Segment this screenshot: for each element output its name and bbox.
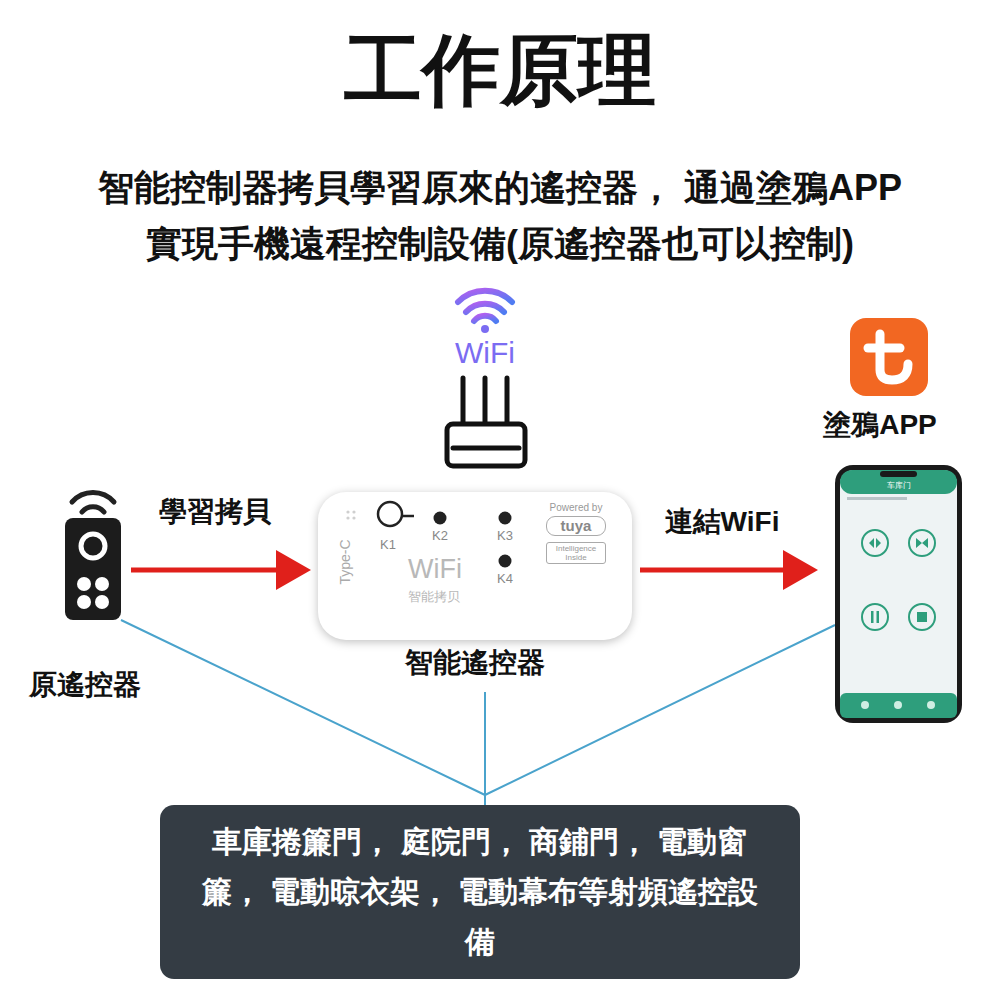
screen-title: 车库门 bbox=[835, 481, 962, 491]
box-text: 車庫捲簾門， 庭院門， 商鋪門， 電動窗簾， 電動晾衣架， 電動幕布等射頻遙控設… bbox=[190, 817, 770, 967]
button-label: K4 bbox=[497, 571, 513, 586]
wifi-icon bbox=[458, 291, 512, 321]
node-shape bbox=[65, 518, 121, 620]
connector bbox=[484, 692, 486, 805]
wifi-mark: WiFi bbox=[408, 554, 462, 585]
app-logo bbox=[868, 334, 908, 380]
connector bbox=[131, 568, 306, 573]
brand-note: Powered by bbox=[544, 502, 608, 513]
edge-label: 連結WiFi bbox=[663, 503, 782, 541]
node-heading: 原遙控器 bbox=[29, 666, 141, 704]
brand-logo: tuya bbox=[546, 516, 606, 536]
device-list-box: 車庫捲簾門， 庭院門， 商鋪門， 電動窗簾， 電動晾衣架， 電動幕布等射頻遙控設… bbox=[160, 805, 800, 979]
app-label: 塗鴉APP bbox=[805, 406, 955, 444]
port-label: Type-C bbox=[337, 537, 353, 587]
connector bbox=[640, 568, 813, 573]
remote-node: 原遙控器 bbox=[65, 518, 121, 620]
router-icon bbox=[447, 378, 525, 466]
edge-label: 學習拷貝 bbox=[157, 493, 273, 531]
node-shape bbox=[835, 465, 962, 723]
device-node: 智能遙控器K1K2K3K4Type-CWiFi智能拷贝Powered bytuy… bbox=[318, 492, 632, 640]
app-icon bbox=[850, 318, 928, 396]
subtitle: 智能控制器拷貝學習原來的遙控器， 通過塗鴉APP 實現手機遠程控制設備(原遙控器… bbox=[89, 160, 911, 272]
remote-waves bbox=[72, 493, 114, 512]
button-label: K2 bbox=[432, 528, 448, 543]
product-label: 智能拷贝 bbox=[408, 588, 460, 606]
title: 工作原理 bbox=[0, 28, 1000, 114]
node-shape bbox=[318, 492, 632, 640]
brand-note: Intelligence Inside bbox=[546, 542, 606, 564]
wifi-label: WiFi bbox=[405, 336, 565, 370]
node-heading: 智能遙控器 bbox=[318, 644, 632, 682]
button-label: K1 bbox=[380, 537, 396, 552]
wifi-dot bbox=[481, 325, 489, 333]
phone-node: 车库门 bbox=[835, 465, 962, 723]
button-label: K3 bbox=[497, 528, 513, 543]
